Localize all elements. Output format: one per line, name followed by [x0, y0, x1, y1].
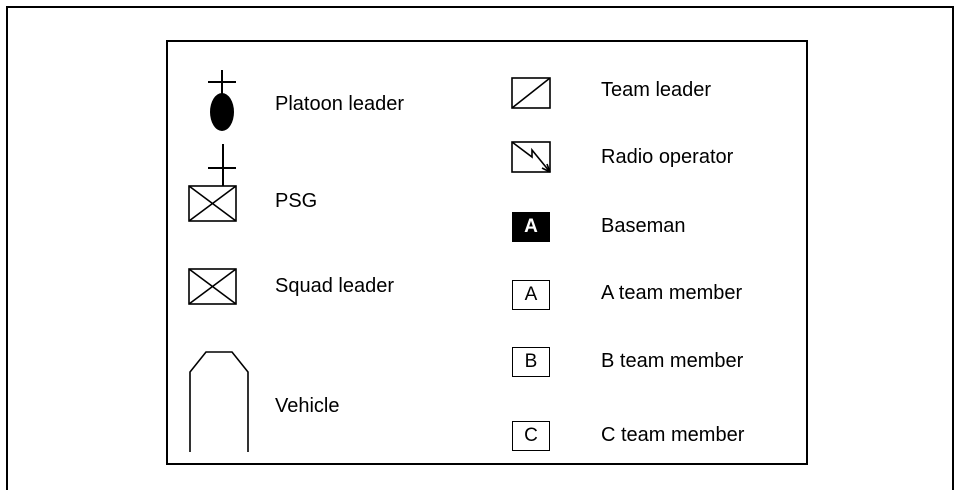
- b-team-member-icon: B: [512, 347, 550, 377]
- radio-operator-label: Radio operator: [601, 146, 734, 168]
- squad-leader-label: Squad leader: [275, 275, 394, 297]
- baseman-label: Baseman: [601, 215, 686, 237]
- radio-operator-icon: [511, 141, 551, 173]
- a-team-member-icon: A: [512, 280, 550, 310]
- psg-icon: [188, 144, 237, 222]
- a-team-member-label: A team member: [601, 282, 743, 304]
- psg-label: PSG: [275, 190, 318, 212]
- baseman-icon: A: [512, 212, 550, 242]
- platoon-leader-icon: [208, 70, 236, 131]
- team-leader-label: Team leader: [601, 79, 712, 101]
- b-team-member-label: B team member: [601, 350, 744, 372]
- c-team-member-icon: C: [512, 421, 550, 451]
- vehicle-icon: [189, 351, 249, 452]
- c-team-member-label: C team member: [601, 424, 745, 446]
- team-leader-icon: [511, 77, 551, 109]
- symbol-legend: Platoon leader PSG Squad leader Vehicle …: [166, 40, 808, 465]
- squad-leader-icon: [188, 268, 237, 305]
- platoon-leader-label: Platoon leader: [275, 93, 404, 115]
- vehicle-label: Vehicle: [275, 395, 340, 417]
- outer-frame: [6, 6, 954, 490]
